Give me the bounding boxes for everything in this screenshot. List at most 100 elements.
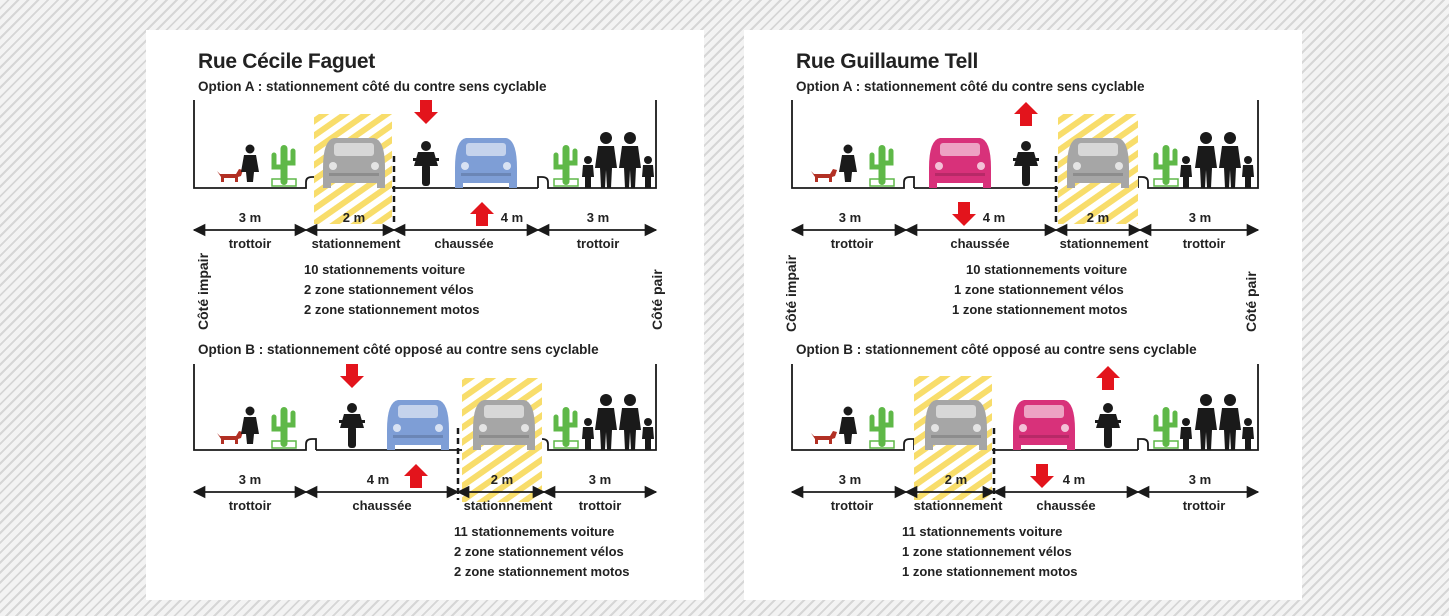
cyclist-icon: [339, 403, 365, 448]
option-a-label: Option A : stationnement côté du contre …: [796, 79, 1145, 94]
section-name-label: stationnement: [1060, 236, 1150, 251]
section-name-label: chaussée: [352, 498, 411, 513]
cactus-plant-icon: [870, 145, 894, 186]
parking-stat: 10 stationnements voiture: [966, 262, 1127, 277]
width-label: 3 m: [589, 472, 611, 487]
parked-car-icon: [1067, 138, 1129, 188]
parking-stat: 1 zone stationnement motos: [902, 564, 1078, 579]
option-a-label: Option A : stationnement côté du contre …: [198, 79, 547, 94]
street-diagram-cecile-faguet: Rue Cécile Faguet Option A : stationneme…: [192, 50, 665, 579]
sidewalk-left-line: [193, 100, 317, 189]
side-label-right: Côté pair: [1243, 271, 1259, 332]
family-icon: [595, 394, 617, 450]
family-icon: [642, 156, 654, 188]
sidewalk-right-line: [1137, 364, 1259, 451]
width-label: 2 m: [491, 472, 513, 487]
section-name-label: trottoir: [579, 498, 622, 513]
section-name-label: trottoir: [229, 498, 272, 513]
width-label: 2 m: [1087, 210, 1109, 225]
cactus-plant-icon: [272, 407, 296, 448]
cactus-plant-icon: [554, 407, 578, 448]
width-label: 4 m: [367, 472, 389, 487]
parking-stat: 10 stationnements voiture: [304, 262, 465, 277]
parking-stat: 1 zone stationnement vélos: [902, 544, 1072, 559]
width-label: 3 m: [239, 210, 261, 225]
direction-arrow-icon: [404, 464, 428, 488]
side-label-right: Côté pair: [649, 269, 665, 330]
parking-stat: 2 zone stationnement motos: [454, 564, 630, 579]
street-title: Rue Cécile Faguet: [198, 50, 375, 73]
direction-arrow-icon: [340, 364, 364, 388]
section-name-label: trottoir: [577, 236, 620, 251]
parking-stat: 2 zone stationnement vélos: [304, 282, 474, 297]
width-label: 4 m: [501, 210, 523, 225]
direction-arrow-icon: [1014, 102, 1038, 126]
parking-stat: 2 zone stationnement vélos: [454, 544, 624, 559]
side-label-left: Côté impair: [783, 254, 799, 332]
panel-rue-cecile-faguet: Rue Cécile Faguet Option A : stationneme…: [146, 30, 704, 600]
car-icon: [455, 138, 517, 188]
section-name-label: chaussée: [1036, 498, 1095, 513]
sidewalk-right-line: [537, 100, 657, 189]
family-icon: [1219, 394, 1241, 450]
section-name-label: trottoir: [1183, 236, 1226, 251]
family-icon: [619, 132, 641, 188]
cyclist-icon: [413, 141, 439, 186]
parked-car-icon: [323, 138, 385, 188]
section-name-label: chaussée: [950, 236, 1009, 251]
pedestrian-icon: [241, 406, 259, 444]
car-icon: [1013, 400, 1075, 450]
parking-stat: 1 zone stationnement vélos: [954, 282, 1124, 297]
width-label: 3 m: [839, 210, 861, 225]
dog-icon: [217, 431, 243, 444]
street-section-option-a: 3 m 2 m 4 m 3 m trottoir stationnement c…: [192, 100, 658, 317]
width-label: 3 m: [239, 472, 261, 487]
cactus-plant-icon: [1154, 145, 1178, 186]
sidewalk-left-line: [791, 100, 915, 189]
side-label-left: Côté impair: [195, 252, 211, 330]
section-name-label: trottoir: [831, 236, 874, 251]
cactus-plant-icon: [1154, 407, 1178, 448]
width-label: 4 m: [983, 210, 1005, 225]
section-name-label: trottoir: [1183, 498, 1226, 513]
direction-arrow-icon: [1096, 366, 1120, 390]
section-name-label: stationnement: [464, 498, 554, 513]
street-section-option-b: 3 m 4 m 2 m 3 m trottoir chaussée statio…: [192, 364, 658, 579]
family-icon: [642, 418, 654, 450]
street-section-option-b: 3 m 2 m 4 m 3 m trottoir stationnement c…: [790, 364, 1260, 579]
pedestrian-icon: [241, 144, 259, 182]
width-label: 2 m: [945, 472, 967, 487]
sidewalk-right-line: [1137, 100, 1259, 189]
width-label: 4 m: [1063, 472, 1085, 487]
cyclist-icon: [1095, 403, 1121, 448]
family-icon: [595, 132, 617, 188]
sidewalk-right-line: [537, 364, 657, 451]
dog-icon: [217, 169, 243, 182]
section-name-label: trottoir: [229, 236, 272, 251]
section-name-label: trottoir: [831, 498, 874, 513]
street-diagram-guillaume-tell: Rue Guillaume Tell Option A : stationnem…: [783, 50, 1260, 579]
parking-stat: 11 stationnements voiture: [454, 524, 614, 539]
cyclist-icon: [1013, 141, 1039, 186]
width-label: 3 m: [587, 210, 609, 225]
width-label: 3 m: [1189, 472, 1211, 487]
option-b-label: Option B : stationnement côté opposé au …: [198, 342, 599, 357]
parked-car-icon: [473, 400, 535, 450]
cactus-plant-icon: [870, 407, 894, 448]
option-b-label: Option B : stationnement côté opposé au …: [796, 342, 1197, 357]
family-icon: [1242, 418, 1254, 450]
sidewalk-left-line: [791, 364, 915, 451]
section-name-label: stationnement: [312, 236, 402, 251]
direction-arrow-icon: [1030, 464, 1054, 488]
parking-stat: 1 zone stationnement motos: [952, 302, 1128, 317]
width-label: 2 m: [343, 210, 365, 225]
family-icon: [1219, 132, 1241, 188]
panel-rue-guillaume-tell: Rue Guillaume Tell Option A : stationnem…: [744, 30, 1302, 600]
street-title: Rue Guillaume Tell: [796, 50, 978, 73]
pedestrian-icon: [839, 406, 857, 444]
direction-arrow-icon: [952, 202, 976, 226]
direction-arrow-icon: [470, 202, 494, 226]
width-label: 3 m: [1189, 210, 1211, 225]
family-icon: [619, 394, 641, 450]
parking-stat: 2 zone stationnement motos: [304, 302, 480, 317]
